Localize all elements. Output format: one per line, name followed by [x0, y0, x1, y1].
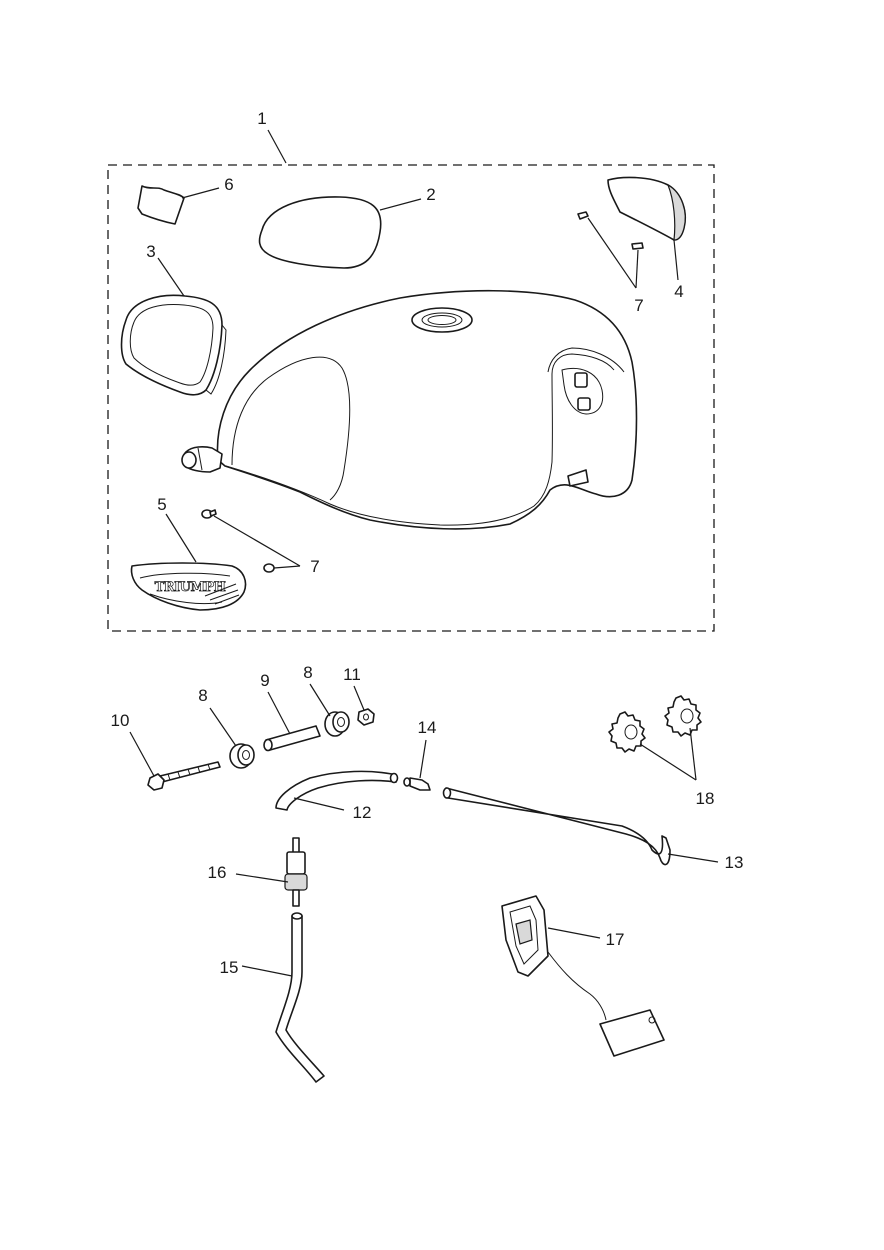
- callout-17: 17: [606, 930, 625, 949]
- leader-6: [181, 187, 220, 199]
- part-3-side-panel[interactable]: [120, 294, 227, 396]
- part-9-spacer-tube[interactable]: [263, 725, 321, 752]
- leader-7a2: [635, 249, 639, 289]
- leader-13: [667, 853, 719, 863]
- callout-11: 11: [343, 665, 361, 684]
- leader-7b1: [213, 515, 301, 567]
- callout-14: 14: [418, 718, 437, 737]
- part-15-hose[interactable]: [275, 912, 325, 1083]
- leader-5: [165, 513, 197, 563]
- callout-4: 4: [674, 282, 683, 301]
- part-11-nut[interactable]: [357, 708, 375, 726]
- callout-15: 15: [220, 958, 239, 977]
- callout-1: 1: [257, 109, 266, 128]
- part-14-connector[interactable]: [403, 777, 431, 791]
- part-4-side-cover[interactable]: [607, 176, 686, 241]
- screw-lower-b[interactable]: [263, 563, 275, 573]
- screw-lower-a[interactable]: [201, 509, 217, 519]
- fuel-tank[interactable]: [181, 289, 638, 530]
- part-8-grommet-left[interactable]: [229, 743, 255, 769]
- part-6-small-pad[interactable]: [137, 185, 185, 225]
- callout-10: 10: [111, 711, 130, 730]
- badge-logo-text: TRIUMPH: [155, 580, 226, 595]
- callout-2: 2: [426, 185, 435, 204]
- leader-2: [379, 198, 422, 211]
- leader-18a: [639, 743, 697, 781]
- part-18-gear-a[interactable]: [608, 711, 646, 753]
- kit-boundary: [107, 164, 715, 632]
- callout-3: 3: [146, 242, 155, 261]
- callout-13: 13: [725, 853, 744, 872]
- leader-3: [157, 257, 185, 297]
- part-17-fuel-sender[interactable]: [501, 895, 665, 1057]
- leader-17: [547, 927, 601, 939]
- leader-10: [129, 731, 155, 777]
- leader-8b: [309, 683, 331, 717]
- part-13-long-hose[interactable]: [442, 787, 671, 866]
- screw-upper-a[interactable]: [577, 211, 589, 220]
- part-16-inline-filter[interactable]: [284, 837, 308, 907]
- leader-1: [267, 129, 287, 164]
- part-10-bolt[interactable]: [147, 761, 221, 791]
- leader-8a: [209, 707, 237, 747]
- leader-14: [419, 739, 427, 779]
- callout-7-lower: 7: [310, 557, 319, 576]
- part-5-tank-badge[interactable]: TRIUMPH: [130, 562, 247, 611]
- callout-16: 16: [208, 863, 227, 882]
- part-2-knee-pad[interactable]: [258, 196, 382, 269]
- part-8-grommet-right[interactable]: [324, 711, 350, 737]
- callout-8-left: 8: [198, 686, 207, 705]
- screw-upper-b[interactable]: [631, 242, 644, 250]
- callout-6: 6: [224, 175, 233, 194]
- leader-7a1: [587, 217, 637, 289]
- callout-5: 5: [157, 495, 166, 514]
- leader-15: [241, 965, 293, 977]
- callout-18: 18: [696, 789, 715, 808]
- part-18-gear-b[interactable]: [664, 695, 702, 737]
- callout-7-upper: 7: [634, 296, 643, 315]
- callout-9: 9: [260, 671, 269, 690]
- leader-7b2: [273, 565, 301, 569]
- callout-8-right: 8: [303, 663, 312, 682]
- leader-9: [267, 691, 291, 735]
- callout-12: 12: [353, 803, 372, 822]
- leader-11: [353, 685, 365, 711]
- leader-18b: [689, 727, 697, 781]
- leader-4: [673, 239, 679, 281]
- leader-16: [235, 873, 289, 883]
- part-12-hose[interactable]: [275, 770, 399, 811]
- leader-12: [293, 797, 345, 811]
